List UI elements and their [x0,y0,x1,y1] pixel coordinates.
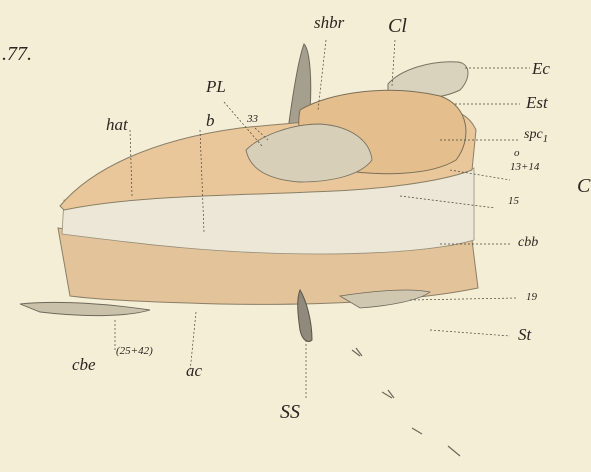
label-cl: Cl [388,16,407,36]
label-o: o [514,148,520,159]
label-c: C [577,176,590,196]
figure-number: .77. [2,44,32,64]
label-13-14: 13+14 [510,162,539,173]
label-cbb: cbb [518,236,538,250]
label-ac: ac [186,362,202,379]
label-b: b [206,112,215,129]
tail-filament [20,302,150,315]
label-19: 19 [526,292,537,303]
label-cbe: cbe [72,356,96,373]
label-33: 33 [247,114,258,125]
label-pl: PL [206,78,226,95]
label-shbr: shbr [314,14,344,31]
label-spc-text: spc [524,127,543,142]
label-ss: SS [280,402,300,422]
label-15: 15 [508,196,519,207]
label-spc: spc1 [524,128,548,145]
label-spc-sub: 1 [543,133,549,145]
label-st: St [518,326,531,343]
label-hat: hat [106,116,128,133]
label-25-42: (25+42) [116,346,153,357]
label-ec: Ec [532,60,550,77]
label-est: Est [526,94,548,111]
dangling-fragments [352,348,460,456]
